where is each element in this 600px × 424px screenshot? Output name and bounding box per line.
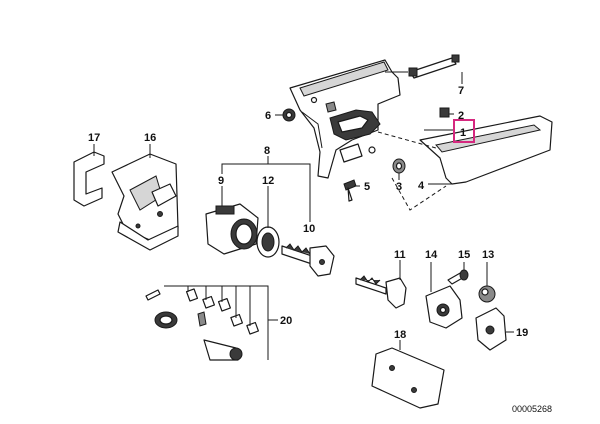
- callout-8[interactable]: 8: [264, 145, 270, 157]
- callout-18[interactable]: 18: [394, 329, 406, 341]
- ring-part-12: [256, 226, 280, 258]
- latch-part-14: [425, 285, 463, 329]
- bracket-part-16: [111, 153, 179, 251]
- callout-6[interactable]: 6: [265, 110, 271, 122]
- callout-15[interactable]: 15: [458, 249, 470, 261]
- lock-cylinder-part-9: [205, 203, 259, 255]
- callout-14[interactable]: 14: [425, 249, 438, 261]
- bushing-part-3: [392, 158, 406, 174]
- highlight-box: [453, 119, 475, 143]
- callout-20[interactable]: 20: [280, 315, 292, 327]
- callout-labels: 1 2 3 4 5 6 7 8 9 10 11 12 13 14 15 16 1…: [88, 85, 528, 341]
- nut-part-6: [282, 108, 296, 122]
- callout-2[interactable]: 2: [458, 110, 464, 122]
- pin-part-15: [447, 269, 469, 285]
- pad-part-18: [371, 347, 445, 409]
- callout-19[interactable]: 19: [516, 327, 528, 339]
- hardware-kit-part-20: [145, 288, 260, 361]
- screw-part-5: [343, 179, 357, 202]
- document-number: 00005268: [512, 404, 552, 414]
- callout-1[interactable]: 1: [460, 127, 466, 139]
- callout-13[interactable]: 13: [482, 249, 494, 261]
- clip-part-19: [475, 307, 507, 351]
- callout-11[interactable]: 11: [394, 249, 406, 261]
- cap-part-13: [478, 285, 496, 303]
- callout-5[interactable]: 5: [364, 181, 370, 193]
- callout-16[interactable]: 16: [144, 132, 156, 144]
- leader-lines: [93, 72, 514, 360]
- lock-housing: [289, 59, 401, 179]
- handle-part-4: [377, 115, 553, 211]
- callout-4[interactable]: 4: [418, 180, 425, 192]
- key-blank-part-11: [355, 275, 407, 309]
- callout-7[interactable]: 7: [458, 85, 464, 97]
- seal-part-17: [73, 151, 105, 207]
- rod-part-7: [385, 54, 460, 79]
- callout-9[interactable]: 9: [218, 175, 224, 187]
- key-part-10: [281, 243, 335, 277]
- callout-12[interactable]: 12: [262, 175, 274, 187]
- callout-17[interactable]: 17: [88, 132, 100, 144]
- clip-part-2: [439, 107, 450, 118]
- callout-10[interactable]: 10: [303, 223, 315, 235]
- callout-3[interactable]: 3: [396, 181, 402, 193]
